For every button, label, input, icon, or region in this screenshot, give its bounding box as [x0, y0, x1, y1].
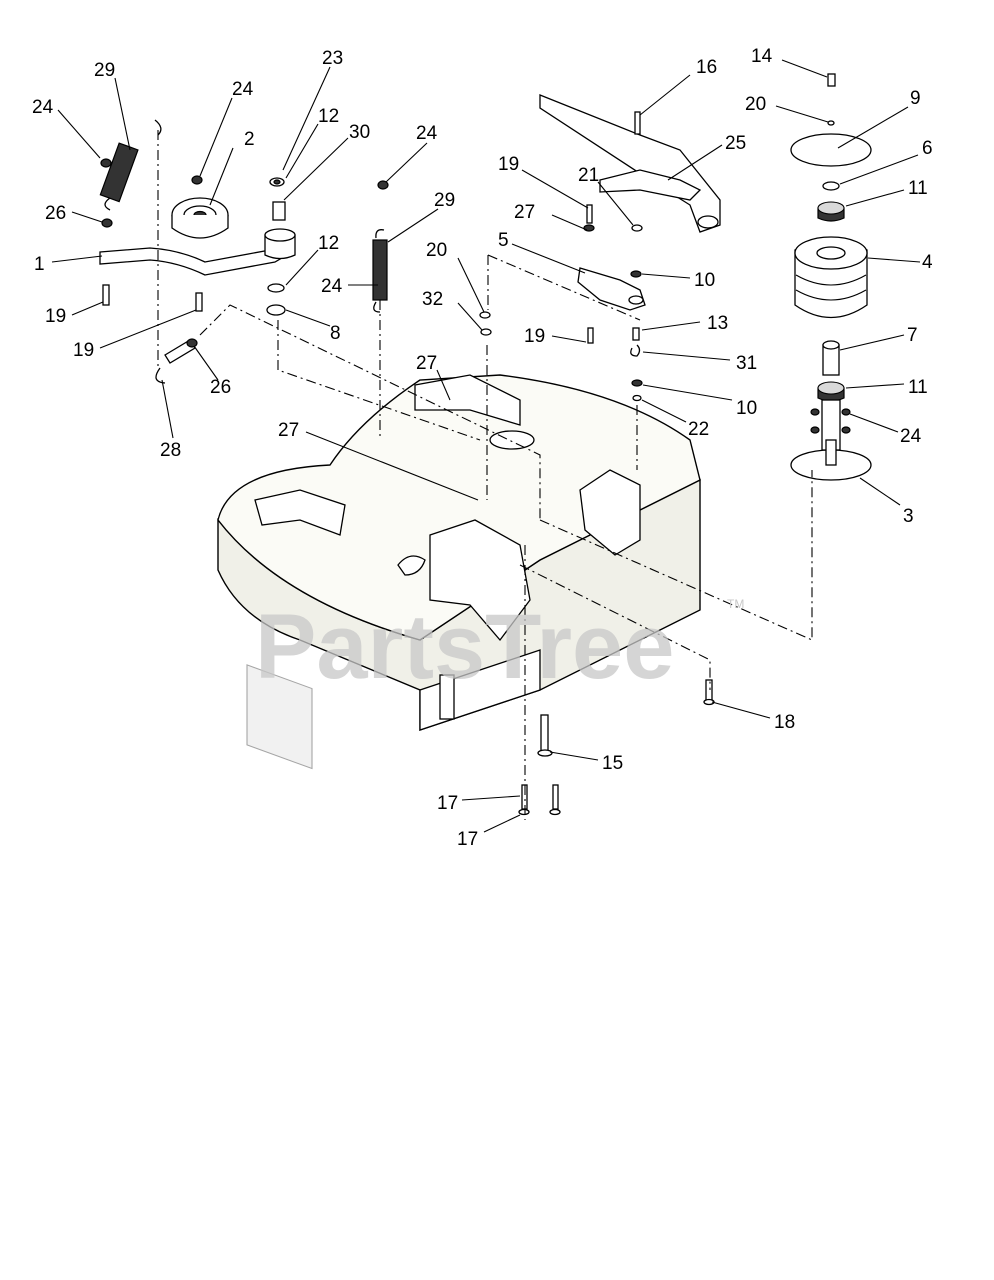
callout-29: 29 — [94, 60, 115, 81]
callout-24: 24 — [232, 79, 254, 100]
callout-26: 26 — [210, 377, 231, 398]
callout-1: 1 — [34, 254, 45, 275]
callout-17: 17 — [437, 793, 458, 814]
callout-14: 14 — [751, 46, 773, 67]
callout-9: 9 — [910, 88, 921, 109]
callout-30: 30 — [349, 122, 370, 143]
callout-4: 4 — [922, 252, 933, 273]
callout-2: 2 — [244, 129, 255, 150]
callout-27: 27 — [278, 420, 299, 441]
callout-8: 8 — [330, 323, 341, 344]
callout-19: 19 — [73, 340, 94, 361]
callout-13: 13 — [707, 313, 728, 334]
mower-deck — [217, 374, 701, 770]
callout-15: 15 — [602, 753, 623, 774]
callout-10: 10 — [736, 398, 757, 419]
callout-20: 20 — [426, 240, 447, 261]
callout-27: 27 — [514, 202, 535, 223]
callout-16: 16 — [696, 57, 717, 78]
callout-11: 11 — [908, 178, 928, 199]
callout-11: 11 — [908, 377, 928, 398]
callout-5: 5 — [498, 230, 509, 251]
callout-26: 26 — [45, 203, 66, 224]
watermark-tm: TM — [727, 597, 744, 611]
callout-21: 21 — [578, 165, 599, 186]
callout-19: 19 — [498, 154, 519, 175]
idler-arm-assembly — [99, 119, 296, 384]
callout-28: 28 — [160, 440, 181, 461]
callout-27: 27 — [416, 353, 437, 374]
center-spring — [372, 180, 389, 313]
callout-labels: 29 24 26 1 19 2 24 23 12 30 12 8 19 26 2… — [32, 46, 933, 850]
callout-12: 12 — [318, 106, 339, 127]
callout-32: 32 — [422, 289, 443, 310]
callout-10: 10 — [694, 270, 715, 291]
watermark: PartsTree TM — [255, 596, 744, 698]
callout-24: 24 — [32, 97, 54, 118]
watermark-text: PartsTree — [255, 596, 674, 698]
callout-22: 22 — [688, 419, 709, 440]
bottom-bolts — [518, 679, 715, 816]
callout-23: 23 — [322, 48, 343, 69]
spindle-assembly — [790, 73, 872, 481]
callout-20: 20 — [745, 94, 766, 115]
callout-24: 24 — [416, 123, 438, 144]
callout-25: 25 — [725, 133, 746, 154]
callout-17: 17 — [457, 829, 478, 850]
callout-19: 19 — [524, 326, 545, 347]
callout-24: 24 — [900, 426, 922, 447]
callout-7: 7 — [907, 325, 918, 346]
callout-24: 24 — [321, 276, 343, 297]
callout-12: 12 — [318, 233, 339, 254]
callout-6: 6 — [922, 138, 933, 159]
callout-31: 31 — [736, 353, 757, 374]
alignment-lines — [157, 130, 813, 820]
lever-assembly — [479, 94, 721, 402]
callout-18: 18 — [774, 712, 795, 733]
callout-29: 29 — [434, 190, 455, 211]
callout-3: 3 — [903, 506, 914, 527]
callout-19: 19 — [45, 306, 66, 327]
